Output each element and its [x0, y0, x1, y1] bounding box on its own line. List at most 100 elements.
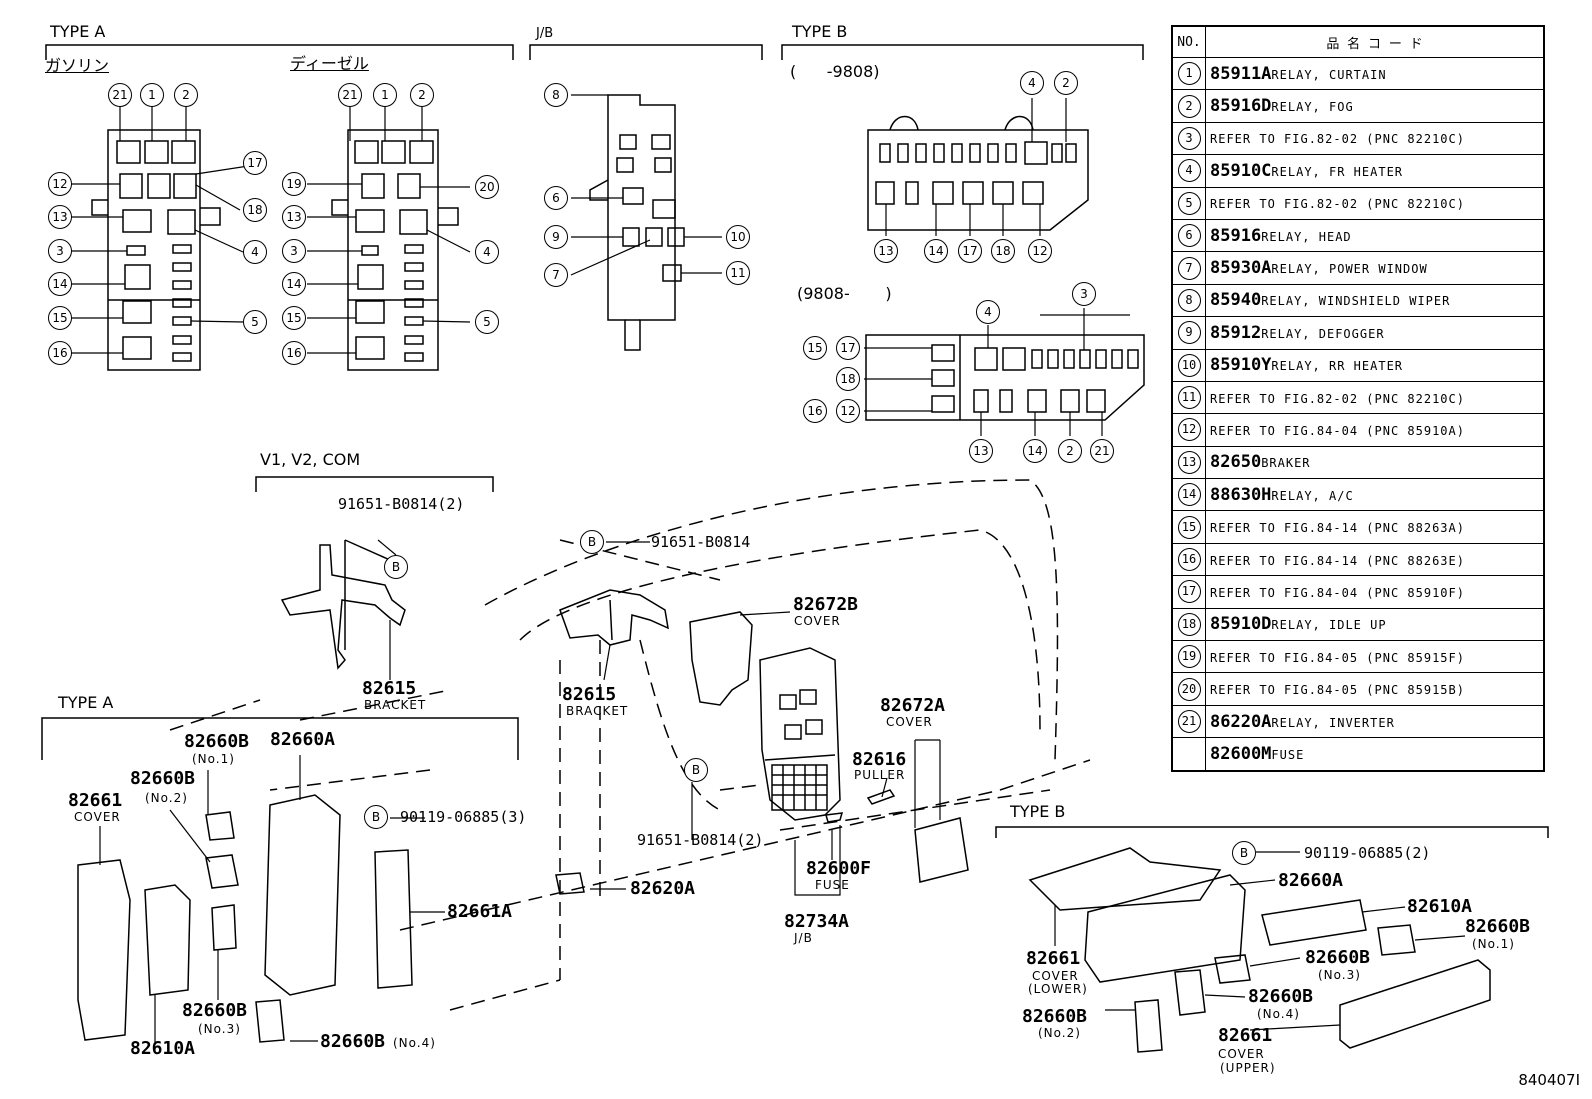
legend-desc: REFER TO FIG.82-02 (PNC 82210C)	[1210, 391, 1465, 406]
callout-18: 18	[243, 198, 267, 222]
label-type-a-top: TYPE A	[50, 22, 106, 41]
legend-desc: RELAY, HEAD	[1261, 229, 1352, 244]
legend-desc: REFER TO FIG.84-14 (PNC 88263E)	[1210, 553, 1465, 568]
cover-label-82672a: COVER	[886, 715, 933, 729]
legend-no-circle: 14	[1177, 483, 1201, 507]
part-91651-b0814: 91651-B0814	[651, 533, 751, 551]
callout-21: 21	[338, 83, 362, 107]
legend-row-no: 11	[1171, 380, 1206, 415]
bracket-v1	[280, 539, 406, 670]
cover-82661	[77, 859, 131, 1041]
fuse-label: FUSE	[815, 878, 850, 892]
legend-row-no: 12	[1171, 413, 1206, 447]
b-no2-label: (No.2)	[1038, 1026, 1081, 1040]
box-82610a	[144, 884, 191, 996]
legend-row-no: 2	[1171, 89, 1206, 123]
legend-pnc: 85910Y	[1210, 355, 1272, 376]
callout-1: 1	[373, 83, 397, 107]
legend-desc: RELAY, RR HEATER	[1271, 359, 1404, 374]
legend-row-detail: 85916RELAY, HEAD	[1205, 218, 1545, 253]
label-82661a	[374, 849, 413, 989]
label-jb-section: J/B	[536, 26, 554, 41]
bracket-type-b-bottom	[995, 826, 1549, 838]
relay-b-no3	[1214, 954, 1251, 984]
dashboard-outline	[169, 479, 1091, 1011]
legend-row-detail: REFER TO FIG.84-14 (PNC 88263E)	[1205, 542, 1545, 577]
puller	[866, 789, 896, 805]
legend-header-no: NO.	[1171, 25, 1206, 58]
bracket-type-a-top	[45, 44, 514, 60]
callout-11: 11	[726, 261, 750, 285]
legend-row-no: 1	[1171, 56, 1206, 91]
legend-pnc: 88630H	[1210, 484, 1272, 505]
legend-header-name: 品 名 コ ー ド	[1205, 25, 1545, 58]
no4-label: (No.4)	[393, 1036, 436, 1050]
legend-row-no	[1171, 737, 1206, 772]
label-v1v2com: V1, V2, COM	[260, 450, 361, 469]
legend-row-detail: 82600MFUSE	[1205, 737, 1545, 772]
callout-13: 13	[969, 439, 993, 463]
callout-b: B	[580, 530, 604, 554]
cover-label-upper: COVER	[1218, 1047, 1265, 1061]
label-diesel: ディーゼル	[290, 54, 369, 73]
legend-pnc: 82600M	[1210, 743, 1272, 764]
callout-15: 15	[803, 336, 827, 360]
callout-21: 21	[108, 83, 132, 107]
legend-row-detail: REFER TO FIG.84-05 (PNC 85915B)	[1205, 672, 1545, 706]
no3-label: (No.3)	[198, 1022, 241, 1036]
legend-desc: RELAY, A/C	[1271, 488, 1354, 503]
legend-no-circle: 9	[1177, 321, 1201, 345]
legend-pnc: 85930A	[1210, 258, 1272, 279]
callout-14: 14	[1023, 439, 1047, 463]
legend-desc: REFER TO FIG.84-04 (PNC 85910A)	[1210, 423, 1465, 438]
part-82734a: 82734A	[784, 911, 850, 932]
legend-pnc: 85916	[1210, 225, 1262, 246]
callout-17: 17	[836, 336, 860, 360]
legend-no-circle: 15	[1177, 515, 1201, 539]
legend-row-no: 20	[1171, 672, 1206, 706]
legend-row-detail: 85910DRELAY, IDLE UP	[1205, 607, 1545, 642]
legend-pnc: 85940	[1210, 290, 1262, 311]
legend-row-no: 15	[1171, 510, 1206, 544]
part-82660b-b-no1: 82660B	[1465, 916, 1531, 937]
callout-15: 15	[48, 306, 72, 330]
legend-desc: RELAY, POWER WINDOW	[1271, 262, 1428, 277]
callout-2: 2	[1058, 439, 1082, 463]
label-range-late: (9808- )	[797, 284, 892, 303]
callout-3: 3	[48, 239, 72, 263]
relay-b-no2	[1134, 999, 1163, 1053]
legend-no-circle: 12	[1177, 418, 1201, 442]
cover-label-82672b: COVER	[794, 614, 841, 628]
bracket-v1v2com	[255, 476, 494, 492]
callout-1: 1	[140, 83, 164, 107]
relay-82620a	[555, 872, 585, 895]
callout-6: 6	[544, 186, 568, 210]
callout-20: 20	[475, 175, 499, 199]
callout-b: B	[364, 805, 388, 829]
legend-desc: REFER TO FIG.84-14 (PNC 88263A)	[1210, 521, 1465, 536]
part-82661: 82661	[68, 790, 123, 811]
cover-82672a	[914, 817, 969, 883]
legend-row-detail: 85912RELAY, DEFOGGER	[1205, 316, 1545, 350]
legend-no-circle: 13	[1177, 450, 1201, 474]
legend-pnc: 85911A	[1210, 63, 1272, 84]
legend-row-detail: REFER TO FIG.84-14 (PNC 88263A)	[1205, 510, 1545, 544]
callout-12: 12	[836, 399, 860, 423]
callout-4: 4	[1020, 71, 1044, 95]
fuse	[825, 812, 844, 823]
legend-no-circle: 10	[1177, 353, 1201, 377]
cover-label-82661: COVER	[74, 810, 121, 824]
callout-19: 19	[282, 172, 306, 196]
bracket-jb	[529, 44, 763, 60]
bracket-type-a-bottom	[41, 717, 519, 760]
callout-2: 2	[174, 83, 198, 107]
bracket-main	[559, 589, 669, 646]
legend-row-no: 3	[1171, 121, 1206, 156]
box-82610a-b	[1261, 899, 1367, 946]
legend-no-circle: 8	[1177, 288, 1201, 312]
puller-label: PULLER	[854, 768, 906, 782]
callout-14: 14	[282, 272, 306, 296]
